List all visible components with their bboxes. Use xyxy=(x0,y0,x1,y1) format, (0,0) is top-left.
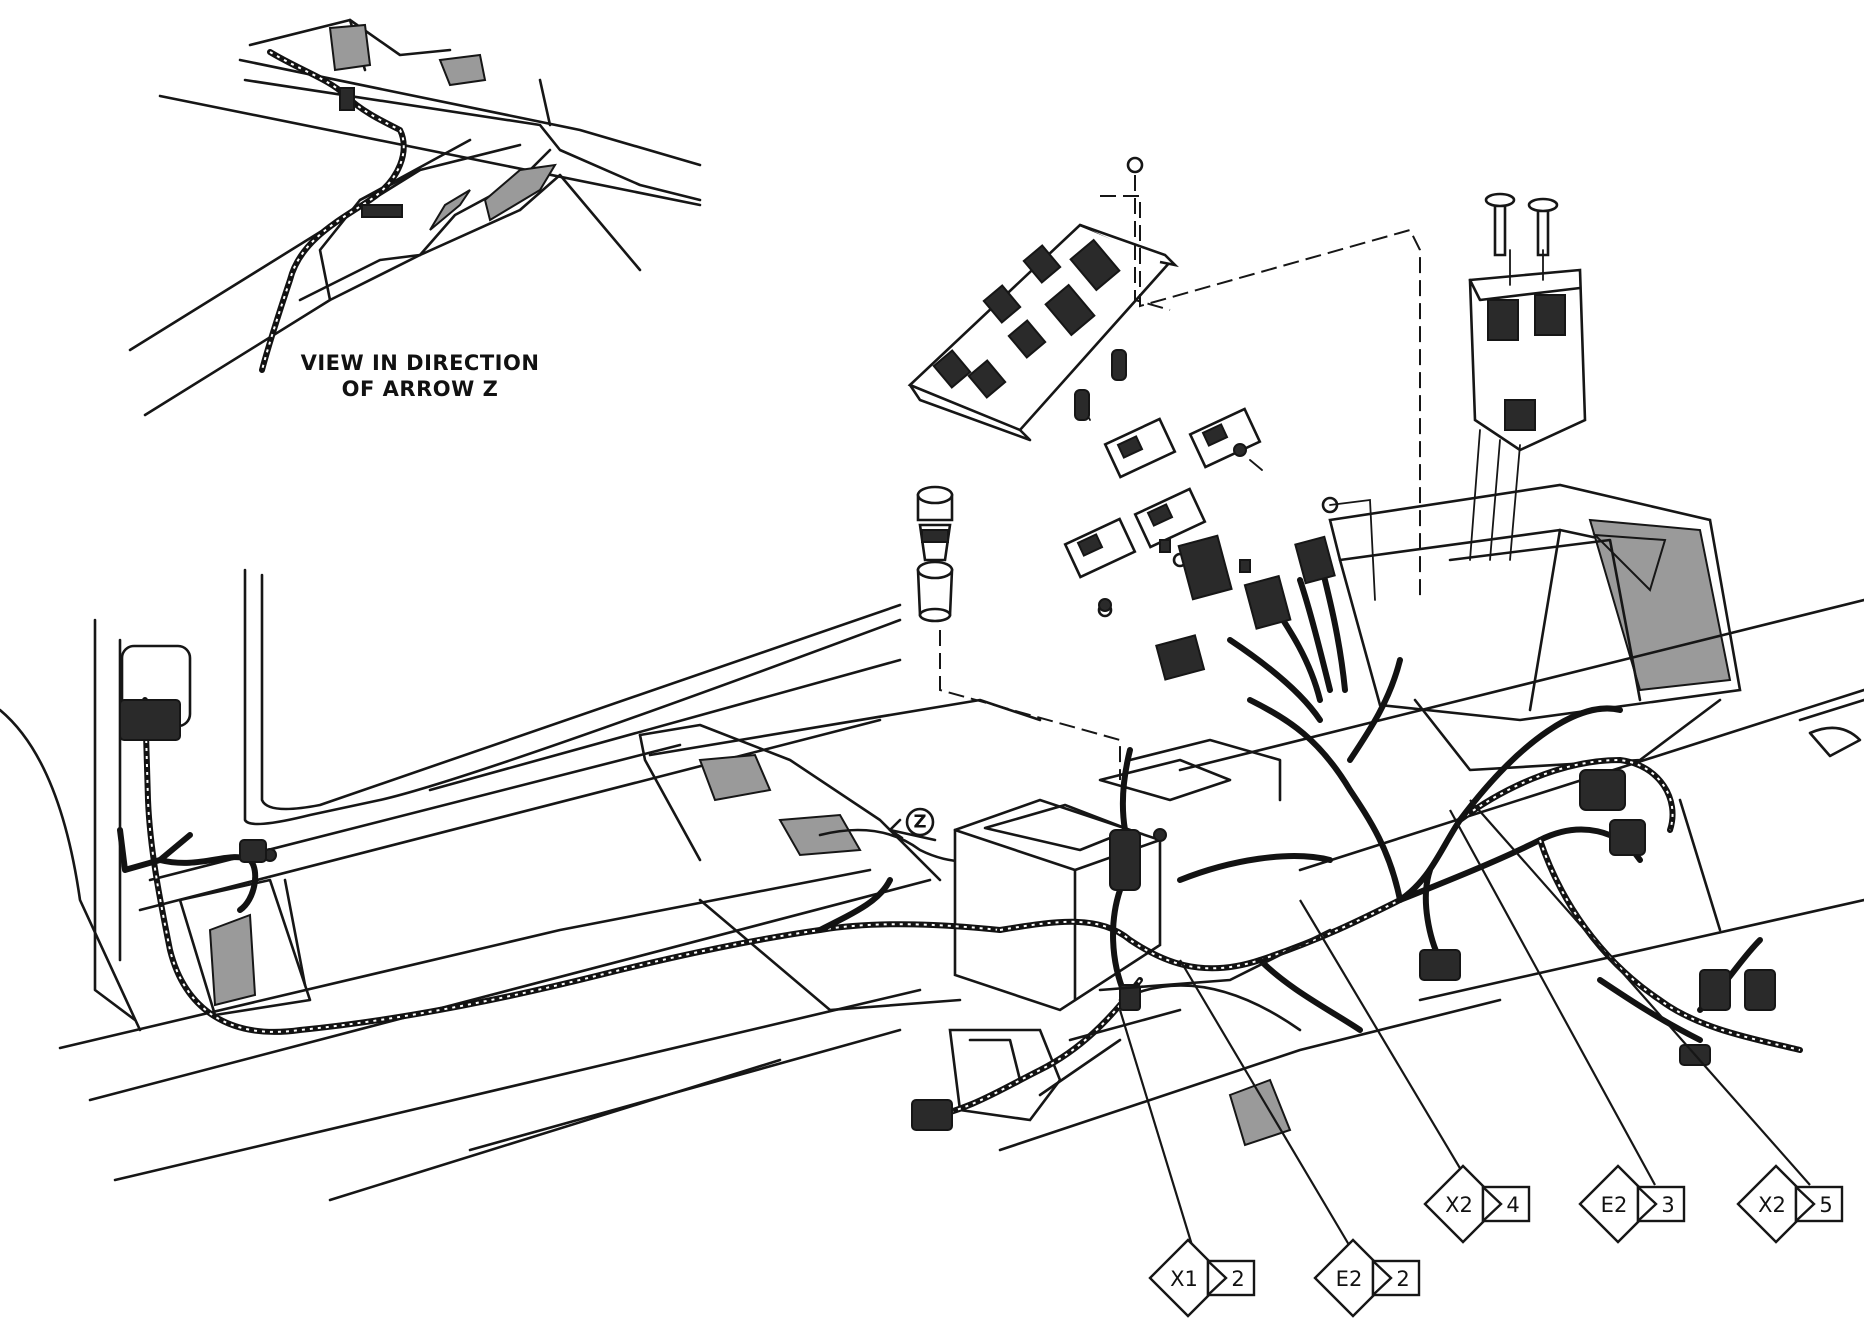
callout-e2-3: E2 3 xyxy=(1578,1164,1686,1244)
harness-connectors xyxy=(119,534,1776,1131)
view-arrow-z: Z xyxy=(888,807,937,842)
callout-number: 3 xyxy=(1661,1193,1674,1217)
callout-x2-4: X2 4 xyxy=(1423,1164,1531,1244)
switch-panel xyxy=(907,223,1179,442)
callout-number: 5 xyxy=(1819,1193,1832,1217)
arrow-z-label: Z xyxy=(913,812,926,833)
callout-letter: X2 xyxy=(1445,1193,1473,1217)
inset-caption-line2: OF ARROW Z xyxy=(342,377,499,401)
callout-x1-2: X1 2 xyxy=(1148,1238,1256,1318)
callout-number: 2 xyxy=(1231,1267,1244,1291)
inset-caption-line1: VIEW IN DIRECTION xyxy=(301,351,540,375)
cigar-lighter xyxy=(916,485,1121,780)
callout-leaders xyxy=(1118,799,1811,1256)
inset-view: VIEW IN DIRECTION OF ARROW Z xyxy=(128,18,702,417)
callout-tags: X1 2 E2 2 X2 4 E2 3 xyxy=(1148,1164,1844,1318)
callout-letter: X1 xyxy=(1170,1267,1198,1291)
callout-letter: E2 xyxy=(1601,1193,1628,1217)
callout-e2-2: E2 2 xyxy=(1313,1238,1421,1318)
callout-x2-5: X2 5 xyxy=(1736,1164,1844,1244)
callout-number: 4 xyxy=(1506,1193,1519,1217)
window-switches xyxy=(1063,349,1263,618)
rear-switch-block xyxy=(1468,192,1587,561)
callout-letter: E2 xyxy=(1336,1267,1363,1291)
callout-letter: X2 xyxy=(1758,1193,1786,1217)
screw-markers xyxy=(263,156,1421,862)
callout-number: 2 xyxy=(1396,1267,1409,1291)
